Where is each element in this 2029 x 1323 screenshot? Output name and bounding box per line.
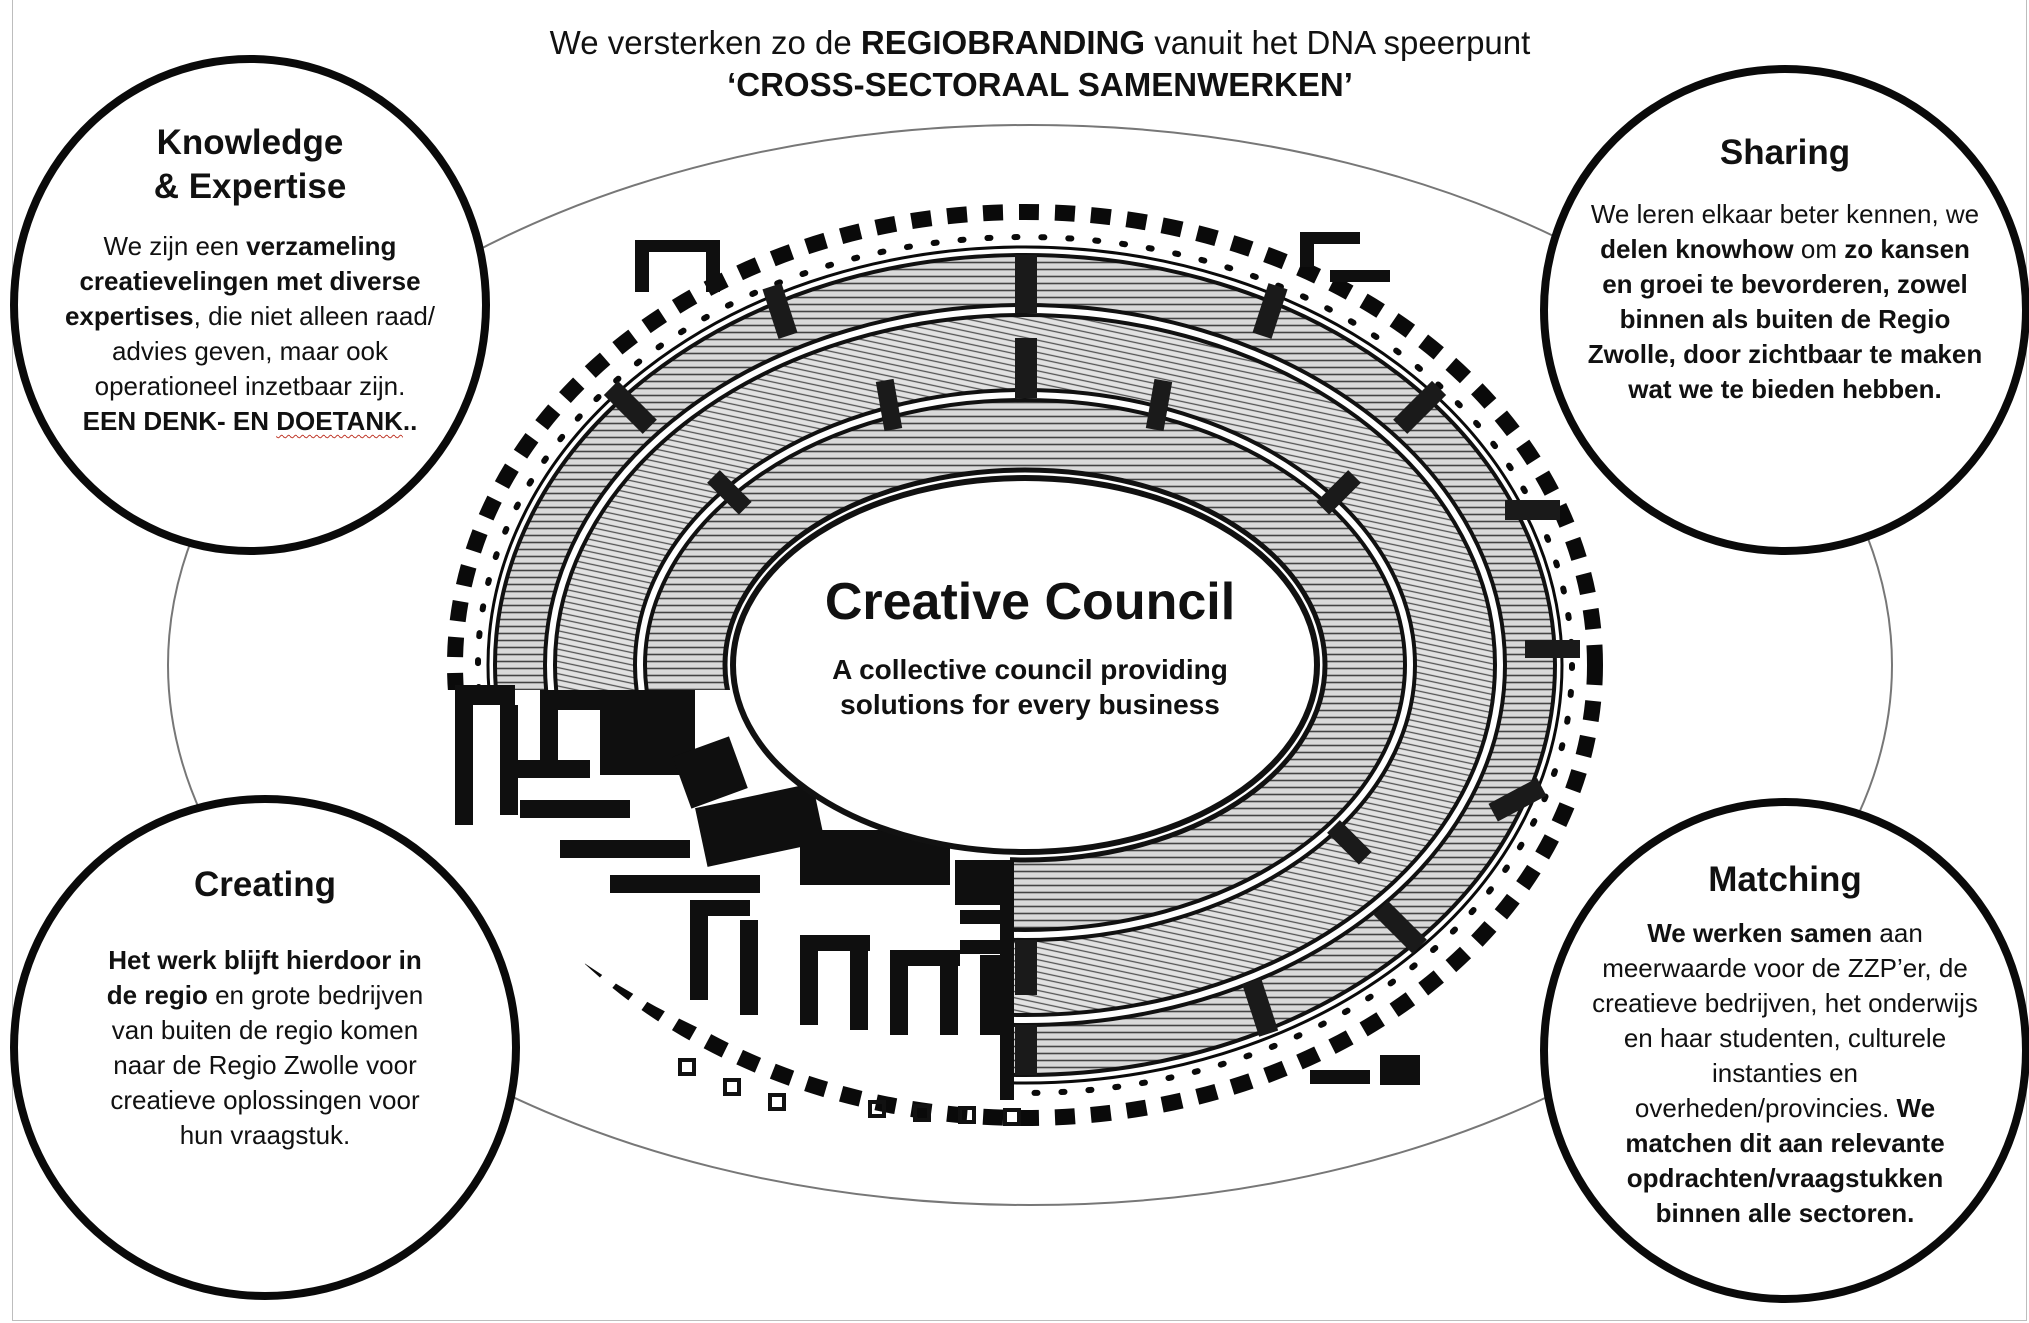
center-subtitle: A collective council providing solutions… xyxy=(720,652,1340,722)
sharing-body: We leren elkaar beter kennen, we delen k… xyxy=(1582,197,1988,407)
header-text-post: vanuit het DNA speerpunt xyxy=(1145,24,1531,61)
creating-text-2: en grote bedrijven van buiten de regio k… xyxy=(110,980,424,1150)
sharing-circle: Sharing We leren elkaar beter kennen, we… xyxy=(1540,65,2029,555)
matching-text-2: aan meerwaarde voor de ZZP’er, de creati… xyxy=(1592,918,1978,1123)
header-regiobranding: REGIOBRANDING xyxy=(860,24,1146,61)
page-frame xyxy=(12,0,2027,1321)
creating-text-1: Het werk blijft hierdoor in de regio xyxy=(106,945,422,1010)
knowledge-text-3: , die niet alleen raad/ advies geven, ma… xyxy=(94,301,436,401)
header: We versterken zo de REGIOBRANDING vanuit… xyxy=(430,22,1650,106)
matching-title: Matching xyxy=(1708,860,1862,899)
matching-text-1: We werken samen xyxy=(1647,918,1873,948)
knowledge-title-line-2: & Expertise xyxy=(153,167,347,206)
outer-ellipse xyxy=(167,124,1893,1206)
header-line-1: We versterken zo de REGIOBRANDING vanuit… xyxy=(430,22,1650,64)
knowledge-text-4c: .. xyxy=(402,406,418,436)
creating-circle: Creating Het werk blijft hierdoor in de … xyxy=(10,795,520,1300)
sharing-text-1: We leren elkaar beter kennen, we xyxy=(1590,199,1980,229)
matching-text-3: We matchen dit aan relevante opdrachten/… xyxy=(1625,1093,1945,1228)
sharing-text-3: om xyxy=(1793,234,1845,264)
header-text-pre: We versterken zo de xyxy=(549,24,861,61)
sharing-title: Sharing xyxy=(1719,133,1851,172)
knowledge-body: We zijn een verzameling creatievelingen … xyxy=(58,229,442,439)
outer-dashed-ring xyxy=(447,204,1603,1126)
radial-blocks xyxy=(603,255,1580,1075)
knowledge-text-4b: DOETANK xyxy=(276,406,403,436)
knowledge-title: Knowledge & Expertise xyxy=(58,121,442,209)
center-title: Creative Council xyxy=(824,573,1236,631)
center-subtitle-line-1: A collective council providing xyxy=(832,654,1228,685)
sharing-text-4: zo kansen en groei te bevorderen, zowel … xyxy=(1587,234,1983,404)
creating-body: Het werk blijft hierdoor in de regio en … xyxy=(98,943,432,1153)
creating-title: Creating xyxy=(194,865,336,904)
matching-circle: Matching We werken samen aan meerwaarde … xyxy=(1540,798,2029,1303)
knowledge-text-4a: EEN DENK- EN xyxy=(82,406,277,436)
dotted-ring xyxy=(475,234,1575,1096)
knowledge-text-2: verzameling creatievelingen met diverse … xyxy=(64,231,421,331)
gate-structures xyxy=(635,232,1420,1085)
knowledge-title-line-1: Knowledge xyxy=(156,123,344,162)
knowledge-circle: Knowledge & Expertise We zijn een verzam… xyxy=(10,55,490,555)
sharing-text-2: delen knowhow xyxy=(1600,234,1794,264)
center-label: Creative Council A collective council pr… xyxy=(720,570,1340,722)
matching-body: We werken samen aan meerwaarde voor de Z… xyxy=(1590,916,1980,1231)
center-subtitle-line-2: solutions for every business xyxy=(840,689,1220,720)
header-line-2: ‘CROSS-SECTORAAL SAMENWERKEN’ xyxy=(727,66,1353,103)
knowledge-text-1: We zijn een xyxy=(103,231,247,261)
arena-center xyxy=(730,475,1320,855)
